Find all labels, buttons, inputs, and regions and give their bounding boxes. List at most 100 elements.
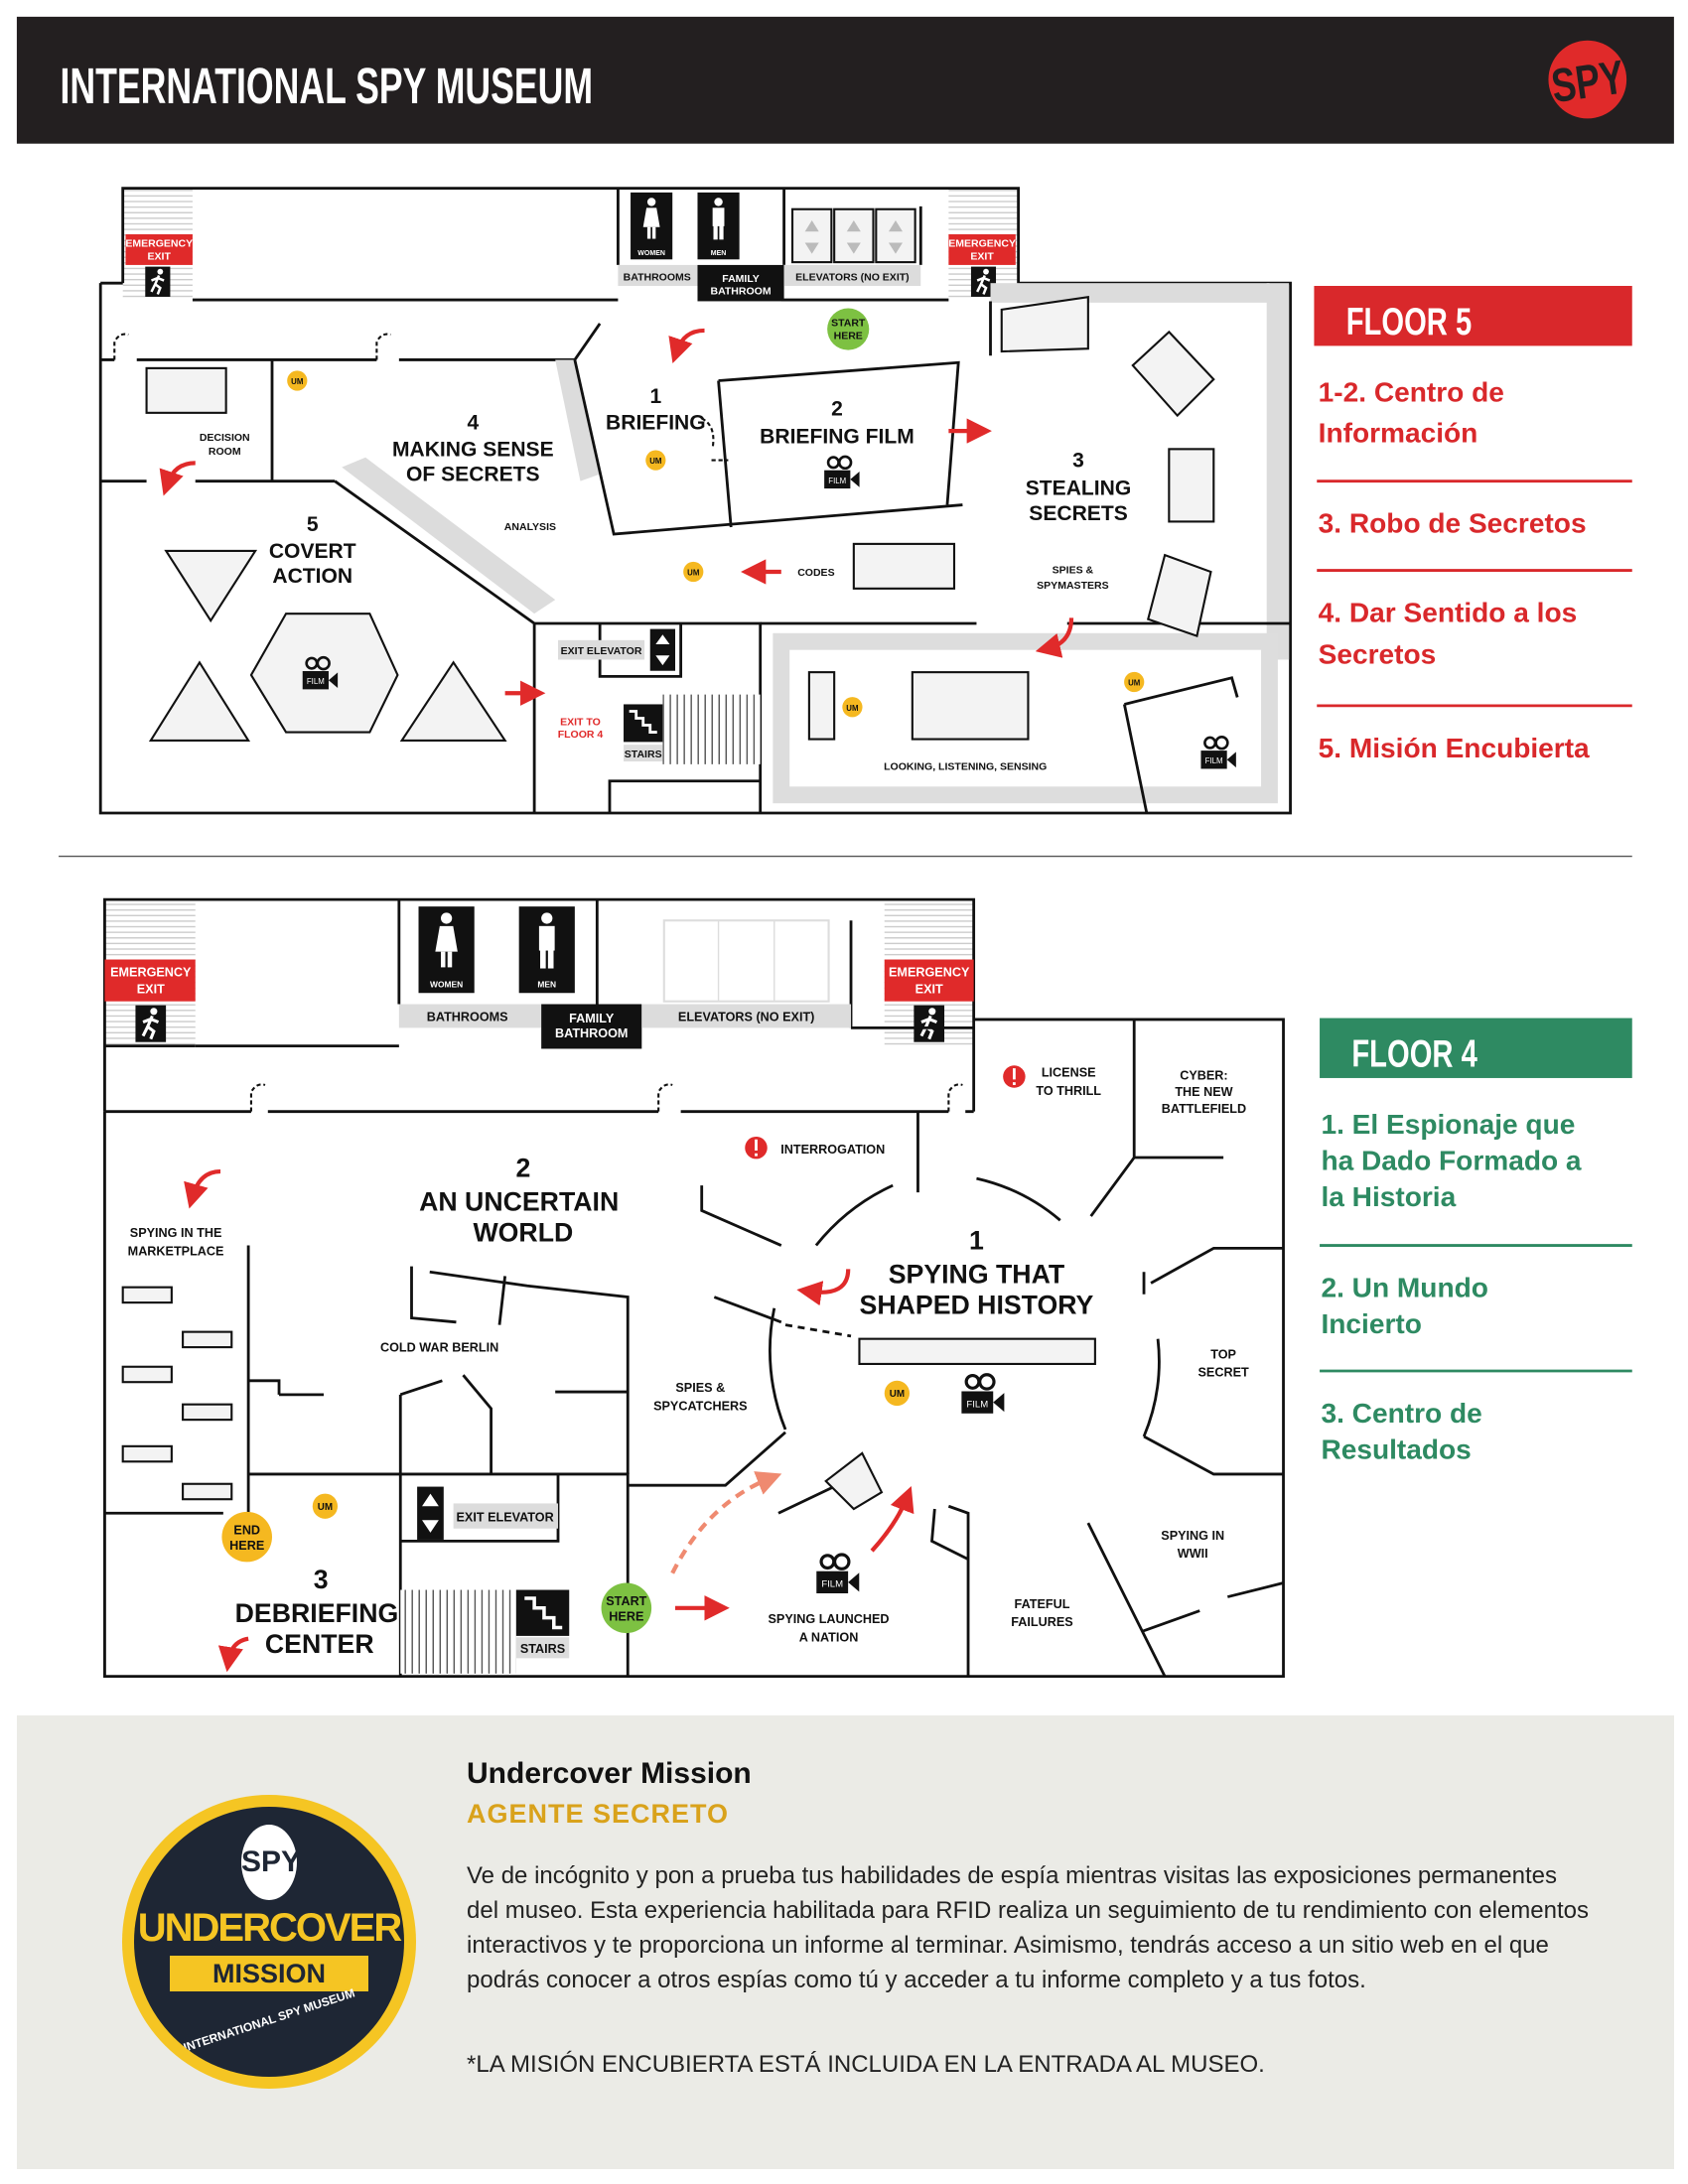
legend-item[interactable]: 1. El Espionaje que — [1321, 1109, 1575, 1140]
emergency-exit-left[interactable]: EMERGENCY EXIT — [125, 234, 193, 298]
legend-item[interactable]: 3. Centro de — [1321, 1398, 1481, 1429]
restroom-men[interactable]: MEN — [697, 192, 740, 260]
direction-arrow-icon — [668, 328, 705, 364]
family-bathroom-label: FAMILY — [569, 1012, 615, 1025]
fateful-failures-label: FAILURES — [1011, 1615, 1072, 1629]
start-here-marker[interactable]: START HERE — [601, 1582, 652, 1634]
header-bar: INTERNATIONAL SPY MUSEUM SPY — [16, 16, 1674, 144]
film-label: FILM — [828, 477, 846, 485]
gallery-name: WORLD — [473, 1217, 573, 1247]
restroom-women[interactable]: WOMEN — [631, 192, 673, 260]
cold-war-berlin-label: COLD WAR BERLIN — [380, 1340, 498, 1354]
start-label: HERE — [609, 1609, 643, 1623]
legend-item[interactable]: 5. Misión Encubierta — [1319, 733, 1590, 763]
mission-subtitle: AGENTE SECRETO — [467, 1799, 730, 1829]
legend-item[interactable]: 1-2. Centro de — [1319, 377, 1504, 408]
gallery-name: SECRETS — [1029, 502, 1127, 525]
restroom-men[interactable]: MEN — [518, 906, 575, 994]
family-bathroom[interactable] — [541, 1004, 642, 1049]
end-here-marker[interactable]: END HERE — [221, 1511, 273, 1563]
film-label: FILM — [1205, 756, 1223, 765]
undercover-mission-badge: SPY UNDERCOVER MISSION INTERNATIONAL SPY… — [122, 1795, 416, 2089]
gallery-name: AN UNCERTAIN — [419, 1186, 619, 1216]
stairs[interactable] — [400, 1589, 516, 1674]
women-label: WOMEN — [430, 980, 463, 990]
family-bathroom-label: FAMILY — [722, 273, 760, 285]
gallery-making-sense[interactable]: 4 MAKING SENSE OF SECRETS — [392, 412, 554, 486]
top-secret-label: TOP — [1210, 1347, 1236, 1361]
spies-spymasters-label: SPIES & — [1053, 564, 1094, 576]
elevator-arrows-icon — [804, 219, 904, 254]
exhibit-case — [1000, 296, 1089, 353]
codes-label: CODES — [797, 567, 834, 579]
gallery-uncertain-world[interactable]: 2 AN UNCERTAIN WORLD — [419, 1154, 619, 1248]
emergency-exit-left[interactable]: EMERGENCY EXIT — [104, 959, 196, 1043]
exhibit-case — [182, 1403, 233, 1422]
gallery-briefing-film[interactable]: 2 BRIEFING FILM — [760, 398, 914, 449]
legend-item[interactable]: ha Dado Formado a — [1321, 1146, 1581, 1176]
legend-item[interactable]: 2. Un Mundo — [1321, 1273, 1487, 1303]
start-here-marker[interactable]: START HERE — [827, 308, 870, 350]
exhibit-case — [399, 660, 507, 743]
gallery-spying-shaped-history[interactable]: 1 SPYING THAT SHAPED HISTORY — [860, 1226, 1094, 1320]
restroom-women[interactable]: WOMEN — [418, 906, 475, 994]
cyber-label: THE NEW — [1175, 1085, 1232, 1099]
elevators-label: ELEVATORS (NO EXIT) — [795, 271, 910, 283]
interrogation-label: INTERROGATION — [780, 1143, 885, 1157]
exhibit-case — [164, 549, 258, 623]
legend-item[interactable]: Información — [1319, 417, 1478, 448]
stairs-label: STAIRS — [625, 749, 662, 760]
gallery-debriefing-center[interactable]: 3 DEBRIEFING CENTER — [235, 1565, 399, 1659]
gallery-name: SHAPED HISTORY — [860, 1290, 1094, 1319]
gallery-number: 5 — [307, 513, 319, 536]
elevators — [790, 207, 916, 264]
floor4-badge — [1320, 1018, 1632, 1078]
family-bathroom[interactable] — [697, 264, 784, 302]
exit-label: EMERGENCY — [948, 238, 1016, 250]
stairs-label: STAIRS — [520, 1642, 565, 1656]
men-label: MEN — [711, 250, 727, 257]
men-label: MEN — [537, 980, 556, 990]
exhibit-case — [148, 660, 251, 743]
legend-item[interactable]: 4. Dar Sentido a los — [1319, 598, 1578, 628]
decision-room-label: ROOM — [209, 446, 241, 458]
legend-item[interactable]: la Historia — [1321, 1181, 1456, 1212]
exit-label: EMERGENCY — [889, 965, 970, 979]
um-label: UM — [649, 457, 662, 466]
gallery-covert-action[interactable]: 5 COVERT ACTION — [269, 513, 356, 588]
direction-arrow-icon — [1035, 617, 1074, 658]
legend-item[interactable]: 3. Robo de Secretos — [1319, 508, 1587, 539]
gallery-number: 3 — [1072, 450, 1084, 473]
legend-item[interactable]: Resultados — [1321, 1433, 1471, 1464]
gallery-name: STEALING — [1026, 478, 1132, 500]
exhibit-case — [807, 671, 836, 741]
analysis-label: ANALYSIS — [504, 521, 556, 533]
exhibit-case — [911, 671, 1030, 741]
exhibit-case — [182, 1482, 233, 1501]
gallery-floor-band — [773, 632, 1278, 804]
decision-room-label: DECISION — [200, 432, 250, 444]
floor5-map: EMERGENCY EXIT EMERGENCY EXIT WOMEN MEN — [98, 187, 1292, 815]
dashed-direction-arrow-icon — [670, 1471, 782, 1574]
exhibit-case — [121, 1286, 173, 1304]
exhibit-case — [121, 1365, 173, 1384]
running-man-icon — [135, 1004, 167, 1043]
legend-item[interactable]: Secretos — [1319, 639, 1437, 670]
emergency-exit-right[interactable]: EMERGENCY EXIT — [948, 234, 1016, 298]
stairs[interactable] — [662, 694, 761, 764]
emergency-exit-right[interactable]: EMERGENCY EXIT — [884, 959, 974, 1043]
start-label: START — [606, 1594, 646, 1608]
end-label: END — [233, 1523, 260, 1537]
exhibit-case — [858, 1337, 1096, 1365]
badge-spy-logo: SPY — [241, 1825, 301, 1900]
badge-undercover-text: UNDERCOVER — [137, 1906, 402, 1950]
floor5-badge — [1314, 285, 1632, 346]
gallery-briefing[interactable]: 1 BRIEFING — [606, 385, 706, 435]
cyber-label: CYBER: — [1180, 1068, 1227, 1082]
gallery-stealing-secrets[interactable]: 3 STEALING SECRETS — [1026, 450, 1132, 525]
exit-to-floor4-label[interactable]: FLOOR 4 — [558, 729, 604, 741]
spy-logo[interactable] — [1548, 40, 1627, 119]
legend-item[interactable]: Incierto — [1321, 1308, 1421, 1339]
spy-logo-text: SPY — [1548, 51, 1627, 113]
exit-to-floor4-label[interactable]: EXIT TO — [560, 717, 601, 729]
